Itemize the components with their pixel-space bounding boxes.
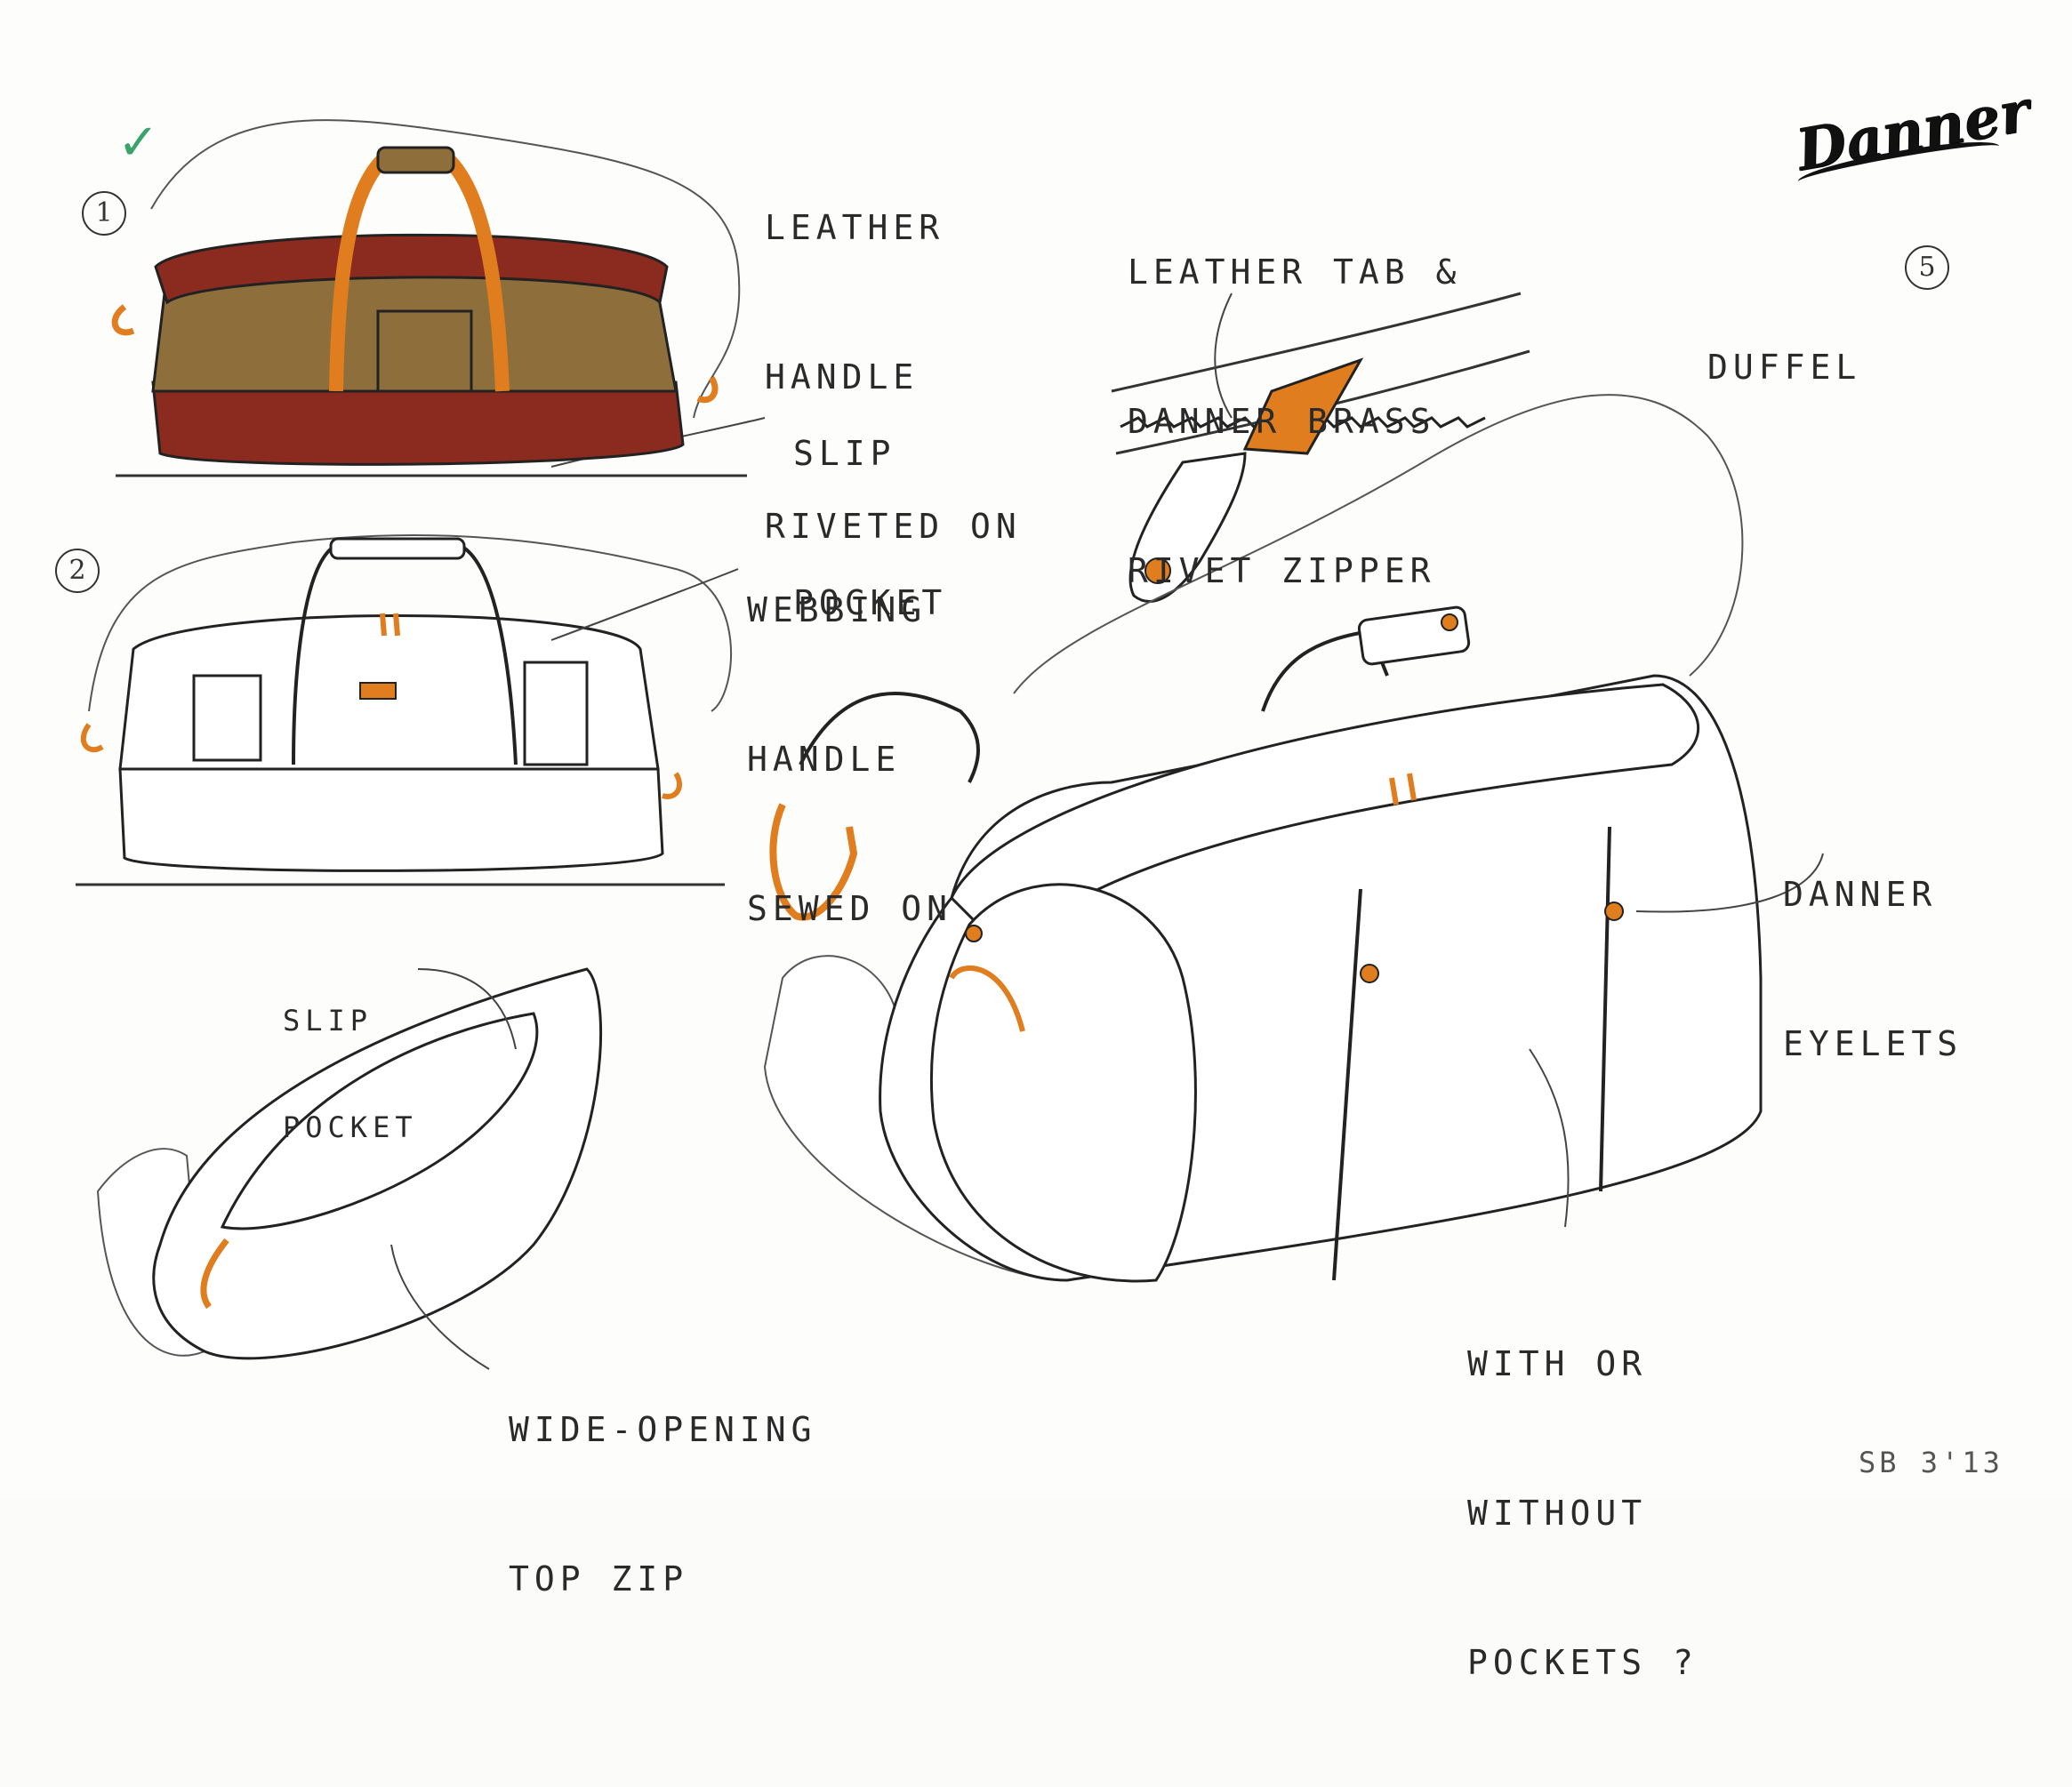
note-wide-opening: WIDE-OPENING TOP ZIP (509, 1305, 817, 1703)
large-duffel-sketch (763, 394, 1824, 1283)
slip-pocket-callout (417, 968, 517, 1050)
bag-1-slip-pocket (376, 309, 473, 393)
open-bag-sketch (96, 967, 603, 1370)
zipper-callout (1214, 292, 1233, 419)
concept-sketch-sheet: 1 2 ✓ Danner LEATHER HANDLE RIVETED ON S… (55, 77, 2035, 1682)
note-line: POCKETS ? (1467, 1643, 1699, 1682)
note-leather-handle: LEATHER HANDLE RIVETED ON (765, 103, 1022, 651)
danner-eyelet-side (1604, 902, 1624, 921)
bag-2-hook-right (662, 772, 682, 799)
note-line: SLIP (793, 434, 896, 473)
note-line: EYELETS (1783, 1024, 1964, 1063)
sketch-number-1: 1 (82, 191, 126, 236)
note-line: DANNER BRASS (1128, 402, 1436, 441)
note-line: DUFFEL (1707, 348, 1862, 387)
note-line: DANNER (1783, 875, 1938, 914)
bag-1-body-bottom (151, 381, 685, 466)
open-bag-opening (220, 1012, 539, 1230)
large-duffel-strap-right (1599, 826, 1611, 1192)
note-line: SEWED ON (747, 889, 953, 928)
note-line: RIVET ZIPPER (1128, 551, 1436, 590)
bag-1-handle-right (444, 155, 510, 392)
bag-2-side-pocket-left (192, 674, 262, 762)
open-bag-zip-pull (200, 1238, 229, 1310)
note-line: LEATHER TAB & (1128, 252, 1462, 292)
bag-2-side-pocket-right (523, 661, 589, 766)
note-line: SLIP (283, 1004, 373, 1038)
large-duffel-eyelet-end (965, 925, 983, 942)
note-line: WIDE-OPENING (509, 1410, 817, 1449)
bag-1-outline-wave (150, 119, 741, 419)
sketch-number-2: 2 (55, 549, 100, 593)
bag-2-handle-right (461, 545, 518, 765)
bag-2-body-bottom (118, 767, 664, 872)
pockets-callout (1529, 1048, 1570, 1228)
note-line: WITHOUT (1467, 1494, 1648, 1533)
bag-2-outline-wave (88, 533, 733, 712)
bag-1-colored-sketch (111, 119, 766, 477)
check-mark-icon: ✓ (117, 114, 159, 172)
large-duffel-outline-wave (1013, 394, 1744, 694)
zipper-track-bottom (1115, 349, 1530, 455)
artist-signature: SB 3'13 (1859, 1446, 2004, 1479)
zipper-track-top (1111, 292, 1522, 393)
bag-2-line-sketch (76, 533, 739, 886)
bag-1-top-band (154, 233, 669, 305)
sketch-artwork (76, 119, 1824, 1370)
note-with-or-without-pockets: WITH OR WITHOUT POCKETS ? (1467, 1239, 1699, 1787)
bag-2-handle-grip (329, 537, 466, 560)
note-line: TOP ZIP (509, 1559, 689, 1599)
bag-1-handle-left (329, 155, 388, 392)
note-danner-eyelets: DANNER EYELETS (1783, 770, 1963, 1168)
note-duffel: DUFFEL (1707, 243, 1861, 492)
wide-opening-callout (390, 1244, 490, 1370)
note-line: HANDLE (765, 357, 920, 397)
note-leather-tab: LEATHER TAB & DANNER BRASS RIVET ZIPPER (1128, 148, 1461, 695)
d-ring (949, 965, 1025, 1032)
bag-2-callout (550, 568, 739, 641)
note-slip-pocket-top: SLIP POCKET (793, 329, 947, 727)
zipper-detail-sketch (1111, 292, 1530, 603)
note-webbing-handle: WEBBING HANDLE SEWED ON (747, 485, 952, 1033)
bag-1-hook-right (696, 376, 719, 404)
large-duffel-zip-pull (1389, 773, 1417, 805)
zipper-pull (1242, 357, 1364, 455)
brass-rivet (1144, 557, 1171, 584)
note-line: RIVETED ON (765, 507, 1022, 546)
strap-eyelet (1441, 613, 1458, 631)
large-duffel-top (950, 683, 1699, 954)
note-line: WEBBING (747, 590, 928, 629)
duffel-number: 5 (1905, 245, 1949, 290)
bag-1-hook-left (111, 304, 135, 336)
note-line: WITH OR (1467, 1344, 1648, 1383)
bag-2-zip-pulls (380, 613, 400, 637)
note-line: POCKET (793, 583, 948, 622)
note-line: HANDLE (747, 740, 902, 779)
bag-2-hook-left (80, 723, 104, 753)
note-line: POCKET (283, 1110, 418, 1144)
note-line: LEATHER (765, 208, 945, 247)
danner-eyelet-front (1360, 964, 1379, 983)
large-duffel-strap-left (1332, 888, 1362, 1281)
bag-2-handle-left (292, 545, 335, 765)
note-slip-pocket-bottom: SLIP POCKET (283, 932, 418, 1216)
eyelets-callout (1635, 853, 1824, 913)
shoulder-strap (799, 692, 980, 783)
bag-1-handle-grip (376, 146, 455, 174)
bag-2-leather-tab (359, 682, 397, 700)
strap-snap-hook (769, 803, 858, 921)
